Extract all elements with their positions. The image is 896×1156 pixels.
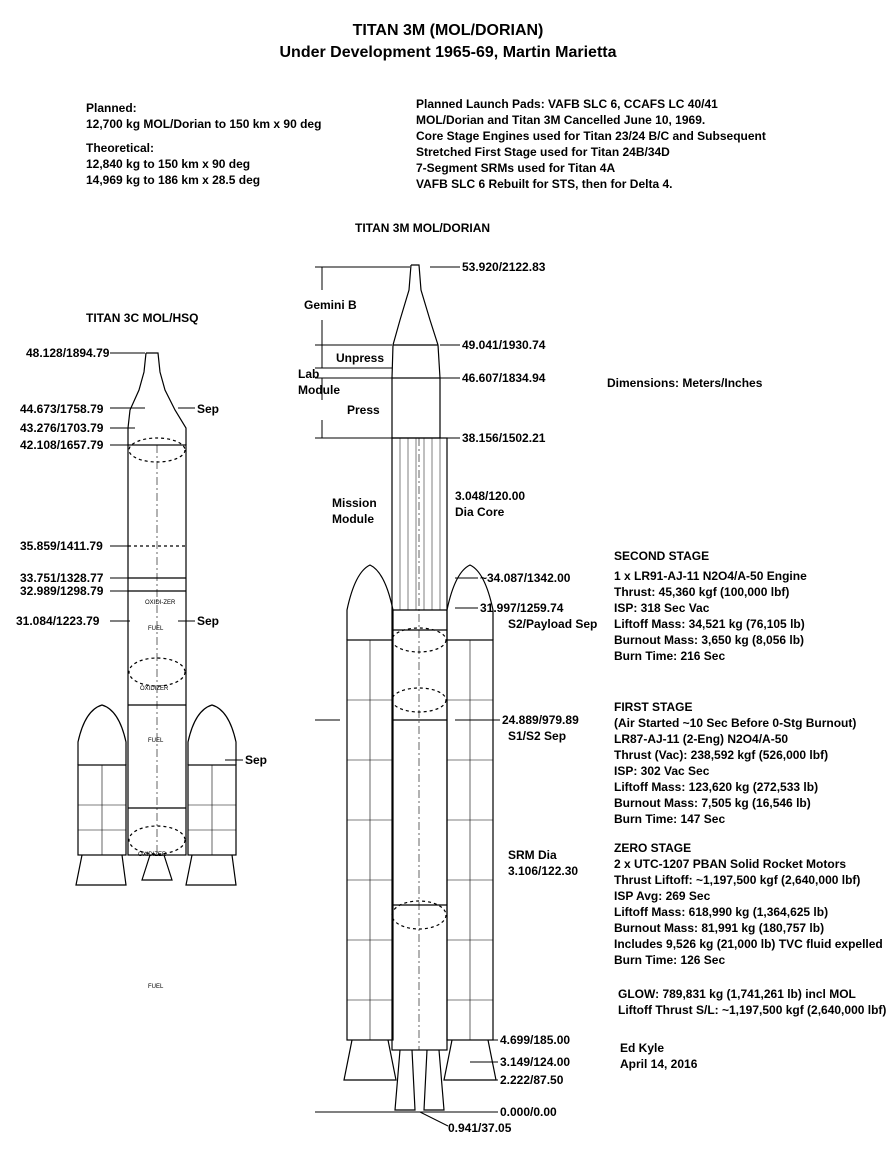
planned-block: Planned: 12,700 kg MOL/Dorian to 150 km … xyxy=(86,100,321,188)
sep-label: Sep xyxy=(197,614,220,628)
first-stage-block: FIRST STAGE (Air Started ~10 Sec Before … xyxy=(614,699,856,827)
spec-line: 2 x UTC-1207 PBAN Solid Rocket Motors xyxy=(614,857,847,871)
note-line: Planned Launch Pads: VAFB SLC 6, CCAFS L… xyxy=(416,97,718,111)
tank-label: FUEL xyxy=(148,626,164,632)
station-label: 32.989/1298.79 xyxy=(20,584,104,598)
press-label: Press xyxy=(347,403,380,417)
spec-line: Burn Time: 216 Sec xyxy=(614,649,726,663)
page-title: TITAN 3M (MOL/DORIAN) xyxy=(352,22,544,39)
lab-module-label: Module xyxy=(298,383,340,397)
spec-line: Burnout Mass: 7,505 kg (16,546 lb) xyxy=(614,796,811,810)
spec-line: Liftoff Mass: 618,990 kg (1,364,625 lb) xyxy=(614,905,829,919)
station-label: 53.920/2122.83 xyxy=(462,260,546,274)
note-line: 7-Segment SRMs used for Titan 4A xyxy=(416,161,616,175)
date: April 14, 2016 xyxy=(620,1057,698,1071)
note-line: VAFB SLC 6 Rebuilt for STS, then for Del… xyxy=(416,177,673,191)
second-stage-block: SECOND STAGE 1 x LR91-AJ-11 N2O4/A-50 En… xyxy=(614,548,807,664)
spec-line: ISP: 318 Sec Vac xyxy=(614,601,710,615)
s2-sep-label: S2/Payload Sep xyxy=(508,617,598,631)
titan3c-label: TITAN 3C MOL/HSQ xyxy=(86,311,199,325)
spec-line: 1 x LR91-AJ-11 N2O4/A-50 Engine xyxy=(614,569,807,583)
spec-line: Includes 9,526 kg (21,000 lb) TVC fluid … xyxy=(614,937,883,951)
mission-module-label: Mission xyxy=(332,496,377,510)
spec-line: Burnout Mass: 81,991 kg (180,757 lb) xyxy=(614,921,825,935)
gemini-label: Gemini B xyxy=(304,298,357,312)
liftoff-thrust-line: Liftoff Thrust S/L: ~1,197,500 kgf (2,64… xyxy=(618,1003,887,1017)
station-label: 2.222/87.50 xyxy=(500,1073,564,1087)
station-label: 4.699/185.00 xyxy=(500,1033,571,1047)
planned-heading: Planned: xyxy=(86,101,137,115)
station-label: 3.149/124.00 xyxy=(500,1055,571,1069)
theoretical-heading: Theoretical: xyxy=(86,141,155,155)
zero-stage-block: ZERO STAGE 2 x UTC-1207 PBAN Solid Rocke… xyxy=(614,840,883,968)
station-label: 35.859/1411.79 xyxy=(20,539,103,553)
station-label: 0.000/0.00 xyxy=(500,1105,557,1119)
station-label: 48.128/1894.79 xyxy=(26,346,110,360)
first-stage-heading: FIRST STAGE xyxy=(614,700,693,714)
tank-label: FUEL xyxy=(148,984,164,990)
spec-line: ISP: 302 Vac Sec xyxy=(614,764,710,778)
zero-stage-heading: ZERO STAGE xyxy=(614,841,692,855)
theoretical-line: 14,969 kg to 186 km x 28.5 deg xyxy=(86,173,261,187)
station-label: 24.889/979.89 xyxy=(502,713,579,727)
dimensions-note: Dimensions: Meters/Inches xyxy=(607,376,763,390)
spec-line: Liftoff Mass: 34,521 kg (76,105 lb) xyxy=(614,617,805,631)
station-label: 31.997/1259.74 xyxy=(480,601,564,615)
s1-sep-label: S1/S2 Sep xyxy=(508,729,567,743)
station-label: 38.156/1502.21 xyxy=(462,431,546,445)
spec-line: Burn Time: 147 Sec xyxy=(614,812,726,826)
glow-line: GLOW: 789,831 kg (1,741,261 lb) incl MOL xyxy=(618,987,856,1001)
station-label: 0.941/37.05 xyxy=(448,1121,512,1135)
note-line: Stretched First Stage used for Titan 24B… xyxy=(416,145,670,159)
core-dia-label: Dia Core xyxy=(455,505,505,519)
station-label: 44.673/1758.79 xyxy=(20,402,104,416)
credit-block: Ed Kyle April 14, 2016 xyxy=(620,1040,697,1072)
station-label: ~34.087/1342.00 xyxy=(480,571,571,585)
theoretical-line: 12,840 kg to 150 km x 90 deg xyxy=(86,157,251,171)
page-subtitle: Under Development 1965-69, Martin Mariet… xyxy=(279,44,617,61)
tank-label: OXIDI-ZER xyxy=(145,600,176,606)
spec-line: Thrust (Vac): 238,592 kgf (526,000 lbf) xyxy=(614,748,829,762)
srm-dia-label: SRM Dia xyxy=(508,848,557,862)
notes-block: Planned Launch Pads: VAFB SLC 6, CCAFS L… xyxy=(416,96,766,192)
sep-label: Sep xyxy=(245,753,268,767)
unpress-label: Unpress xyxy=(336,351,385,365)
station-label: 46.607/1834.94 xyxy=(462,371,546,385)
station-label: 42.108/1657.79 xyxy=(20,438,104,452)
core-dia-label: 3.048/120.00 xyxy=(455,489,526,503)
tank-label: FUEL xyxy=(148,738,164,744)
tank-label: OXIDIZER xyxy=(138,852,167,858)
second-stage-heading: SECOND STAGE xyxy=(614,549,710,563)
mission-module-label: Module xyxy=(332,512,374,526)
titan3c-rocket xyxy=(75,352,243,886)
spec-line: Burn Time: 126 Sec xyxy=(614,953,726,967)
author: Ed Kyle xyxy=(620,1041,665,1055)
station-label: 31.084/1223.79 xyxy=(16,614,100,628)
station-label: 43.276/1703.79 xyxy=(20,421,104,435)
spec-line: Liftoff Mass: 123,620 kg (272,533 lb) xyxy=(614,780,819,794)
spec-line: LR87-AJ-11 (2-Eng) N2O4/A-50 xyxy=(614,732,789,746)
sep-label: Sep xyxy=(197,402,220,416)
spec-line: Thrust Liftoff: ~1,197,500 kgf (2,640,00… xyxy=(614,873,861,887)
totals-block: GLOW: 789,831 kg (1,741,261 lb) incl MOL… xyxy=(618,986,886,1018)
note-line: MOL/Dorian and Titan 3M Cancelled June 1… xyxy=(416,113,706,127)
spec-line: (Air Started ~10 Sec Before 0-Stg Burnou… xyxy=(614,716,857,730)
planned-line: 12,700 kg MOL/Dorian to 150 km x 90 deg xyxy=(86,117,322,131)
srm-dia-label: 3.106/122.30 xyxy=(508,864,579,878)
station-label: 33.751/1328.77 xyxy=(20,571,104,585)
station-label: 49.041/1930.74 xyxy=(462,338,546,352)
spec-line: ISP Avg: 269 Sec xyxy=(614,889,711,903)
lab-module-label: Lab xyxy=(298,367,320,381)
tank-label: OXIDIZER xyxy=(140,686,169,692)
titan3m-rocket xyxy=(315,264,500,1127)
note-line: Core Stage Engines used for Titan 23/24 … xyxy=(416,129,766,143)
spec-line: Thrust: 45,360 kgf (100,000 lbf) xyxy=(614,585,790,599)
spec-line: Burnout Mass: 3,650 kg (8,056 lb) xyxy=(614,633,805,647)
titan3m-label: TITAN 3M MOL/DORIAN xyxy=(355,221,491,235)
